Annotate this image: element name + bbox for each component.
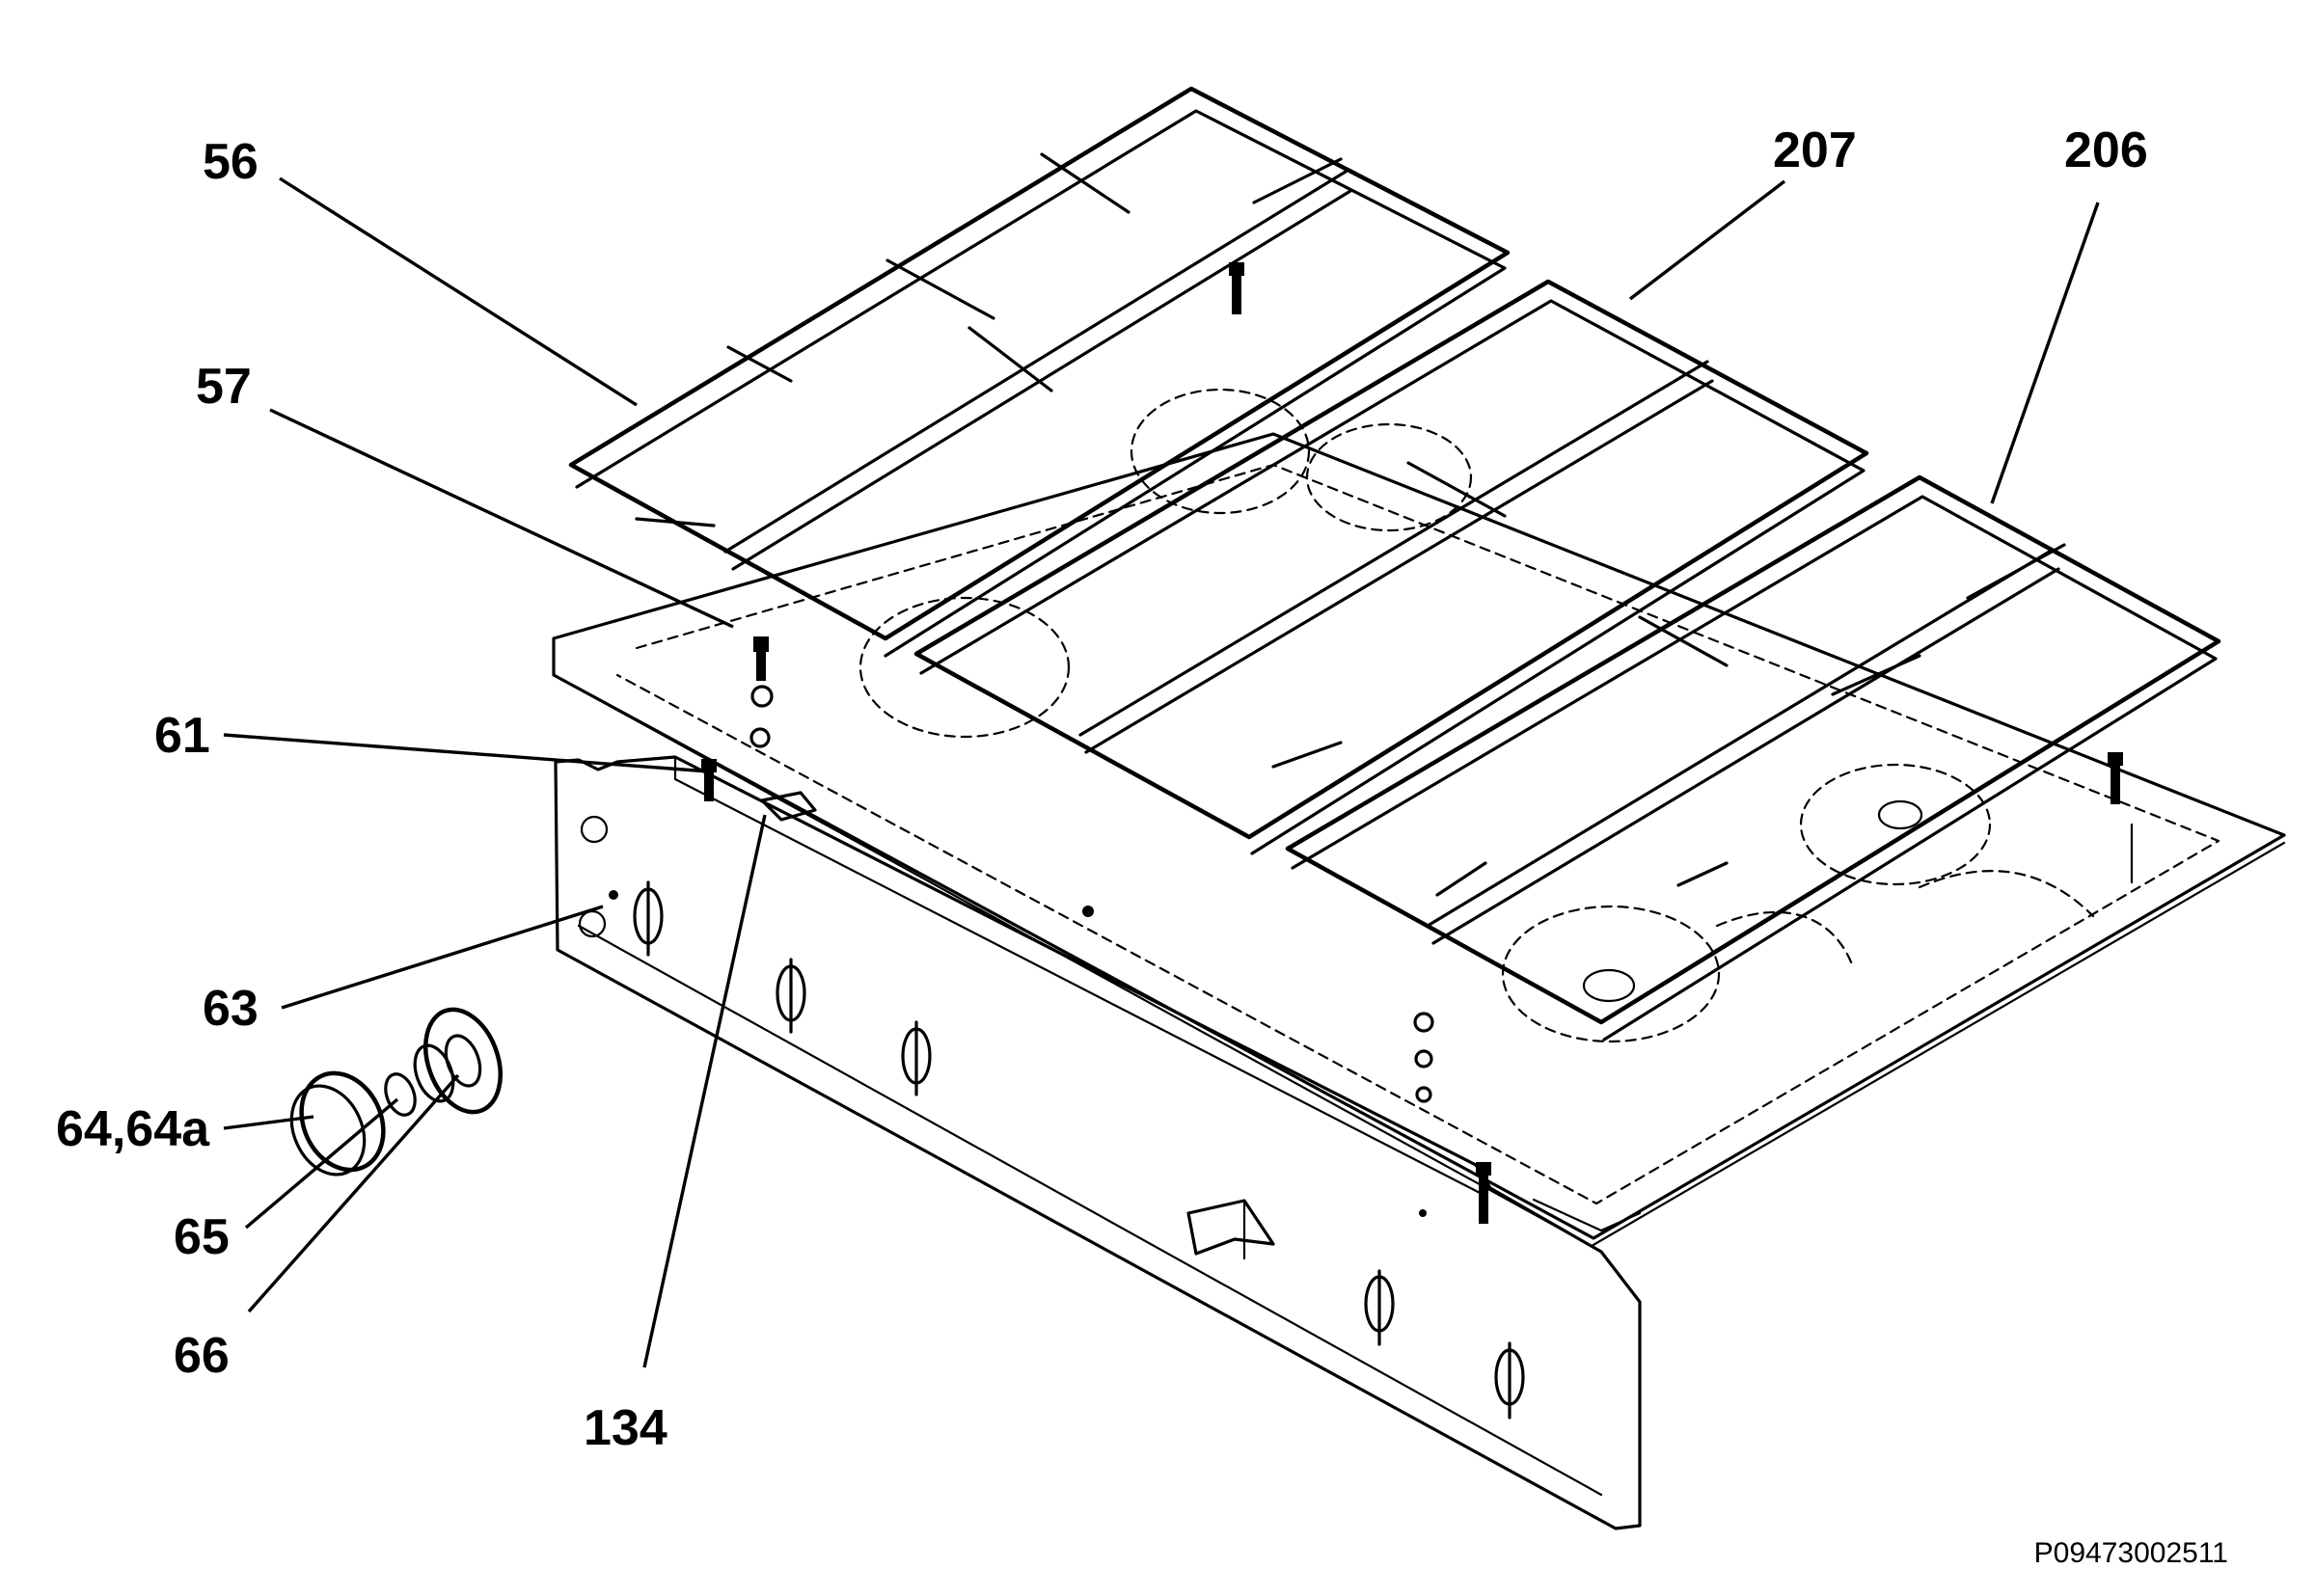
burners [858,388,2095,1043]
leader-56 [279,176,638,407]
callout-57: 57 [196,359,252,415]
leader-63 [281,905,604,1010]
callout-64-64a: 64,64a [56,1101,210,1157]
callout-207: 207 [1773,122,1857,178]
leader-61 [223,733,710,773]
callout-66: 66 [174,1328,230,1384]
screws [701,262,2134,1224]
callout-56: 56 [203,134,259,190]
leader-134 [642,814,767,1368]
leader-66 [247,1073,460,1313]
pan-support-207 [913,279,1869,855]
pan-support-56 [568,86,1511,658]
callout-61: 61 [154,708,210,764]
burner-right [1799,763,1992,886]
control-knob-assembly [289,1007,503,1177]
callout-labels: 56 57 61 63 64,64a 65 66 134 207 206 [56,122,2148,1456]
callout-206: 206 [2064,122,2148,178]
leader-57 [269,408,734,629]
callout-63: 63 [203,981,259,1037]
leader-207 [1628,179,1786,301]
leader-64 [223,1115,314,1130]
burner-left-center [858,596,1071,739]
burner-front-right [1501,905,1721,1043]
burner-rear-right [1305,422,1473,532]
burner-rear-left [1130,388,1311,515]
document-id: P09473002511 [2034,1537,2228,1569]
knob-holes [633,880,1525,1420]
leader-lines [223,176,2100,1368]
leader-65 [244,1097,399,1230]
callout-65: 65 [174,1209,230,1265]
pan-support-206 [1285,474,2221,1041]
callout-134: 134 [584,1400,667,1456]
control-panel [554,755,1642,1530]
leader-206 [1990,202,2100,504]
